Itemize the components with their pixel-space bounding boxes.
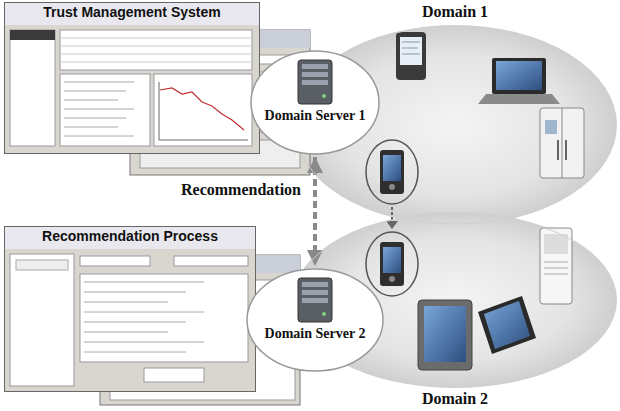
server-circle: Domain Server 1 — [250, 50, 380, 155]
server-circle-shape — [250, 50, 380, 155]
server-label: Domain Server 2 — [265, 326, 366, 342]
server-label: Domain Server 1 — [265, 108, 366, 124]
mobile-device — [366, 140, 418, 204]
domain-label: Domain 1 — [422, 3, 488, 21]
air-conditioner-device — [540, 228, 572, 304]
window-title: Trust Management System — [43, 4, 220, 20]
window-title: Recommendation Process — [42, 228, 218, 244]
application-window-shape — [4, 226, 256, 392]
pda-device — [396, 32, 426, 80]
server-circle-shape — [246, 268, 384, 372]
refrigerator-device — [540, 108, 584, 178]
server-circle: Domain Server 2 — [246, 268, 384, 372]
application-window: Recommendation Process — [4, 226, 256, 392]
mobile-device — [366, 232, 418, 296]
device-move-arrow — [386, 207, 398, 229]
tablet-device — [478, 296, 536, 354]
edge-label: Recommendation — [179, 181, 303, 199]
application-window: Trust Management System — [4, 2, 260, 154]
domain-label: Domain 2 — [422, 390, 488, 408]
tv-device — [418, 300, 472, 370]
application-window-shape — [4, 2, 260, 154]
laptop-device — [478, 58, 560, 104]
